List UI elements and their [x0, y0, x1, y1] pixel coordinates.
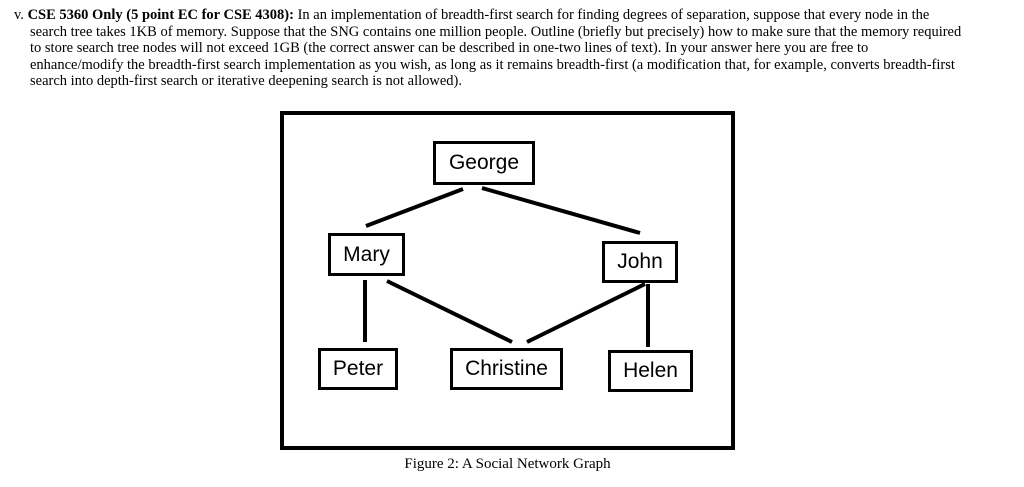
- graph-edges-layer: [363, 186, 650, 347]
- question-paragraph: v. CSE 5360 Only (5 point EC for CSE 430…: [14, 7, 961, 90]
- graph-node-helen: Helen: [608, 350, 693, 392]
- question-line-4: enhance/modify the breadth-first search …: [30, 56, 955, 73]
- question-line-1-text: In an implementation of breadth-first se…: [297, 7, 930, 23]
- graph-node-john: John: [602, 241, 678, 283]
- graph-edge-george-john: [481, 186, 641, 235]
- graph-node-mary: Mary: [328, 233, 405, 276]
- question-line-1: v. CSE 5360 Only (5 point EC for CSE 430…: [14, 7, 961, 24]
- question-bold-lead: CSE 5360 Only (5 point EC for CSE 4308):: [27, 7, 294, 23]
- graph-node-george: George: [433, 141, 535, 185]
- graph-edge-george-mary: [365, 187, 464, 228]
- question-line-5: search into depth-first search or iterat…: [30, 73, 463, 90]
- item-number-label: v.: [14, 7, 24, 23]
- question-line-2: search tree takes 1KB of memory. Suppose…: [30, 23, 962, 40]
- graph-node-peter: Peter: [318, 348, 398, 390]
- question-line-3: to store search tree nodes will not exce…: [30, 40, 869, 57]
- graph-node-christine: Christine: [450, 348, 563, 390]
- graph-edge-mary-christine: [386, 279, 513, 344]
- graph-edge-john-christine: [526, 282, 646, 344]
- figure-caption: Figure 2: A Social Network Graph: [404, 456, 611, 472]
